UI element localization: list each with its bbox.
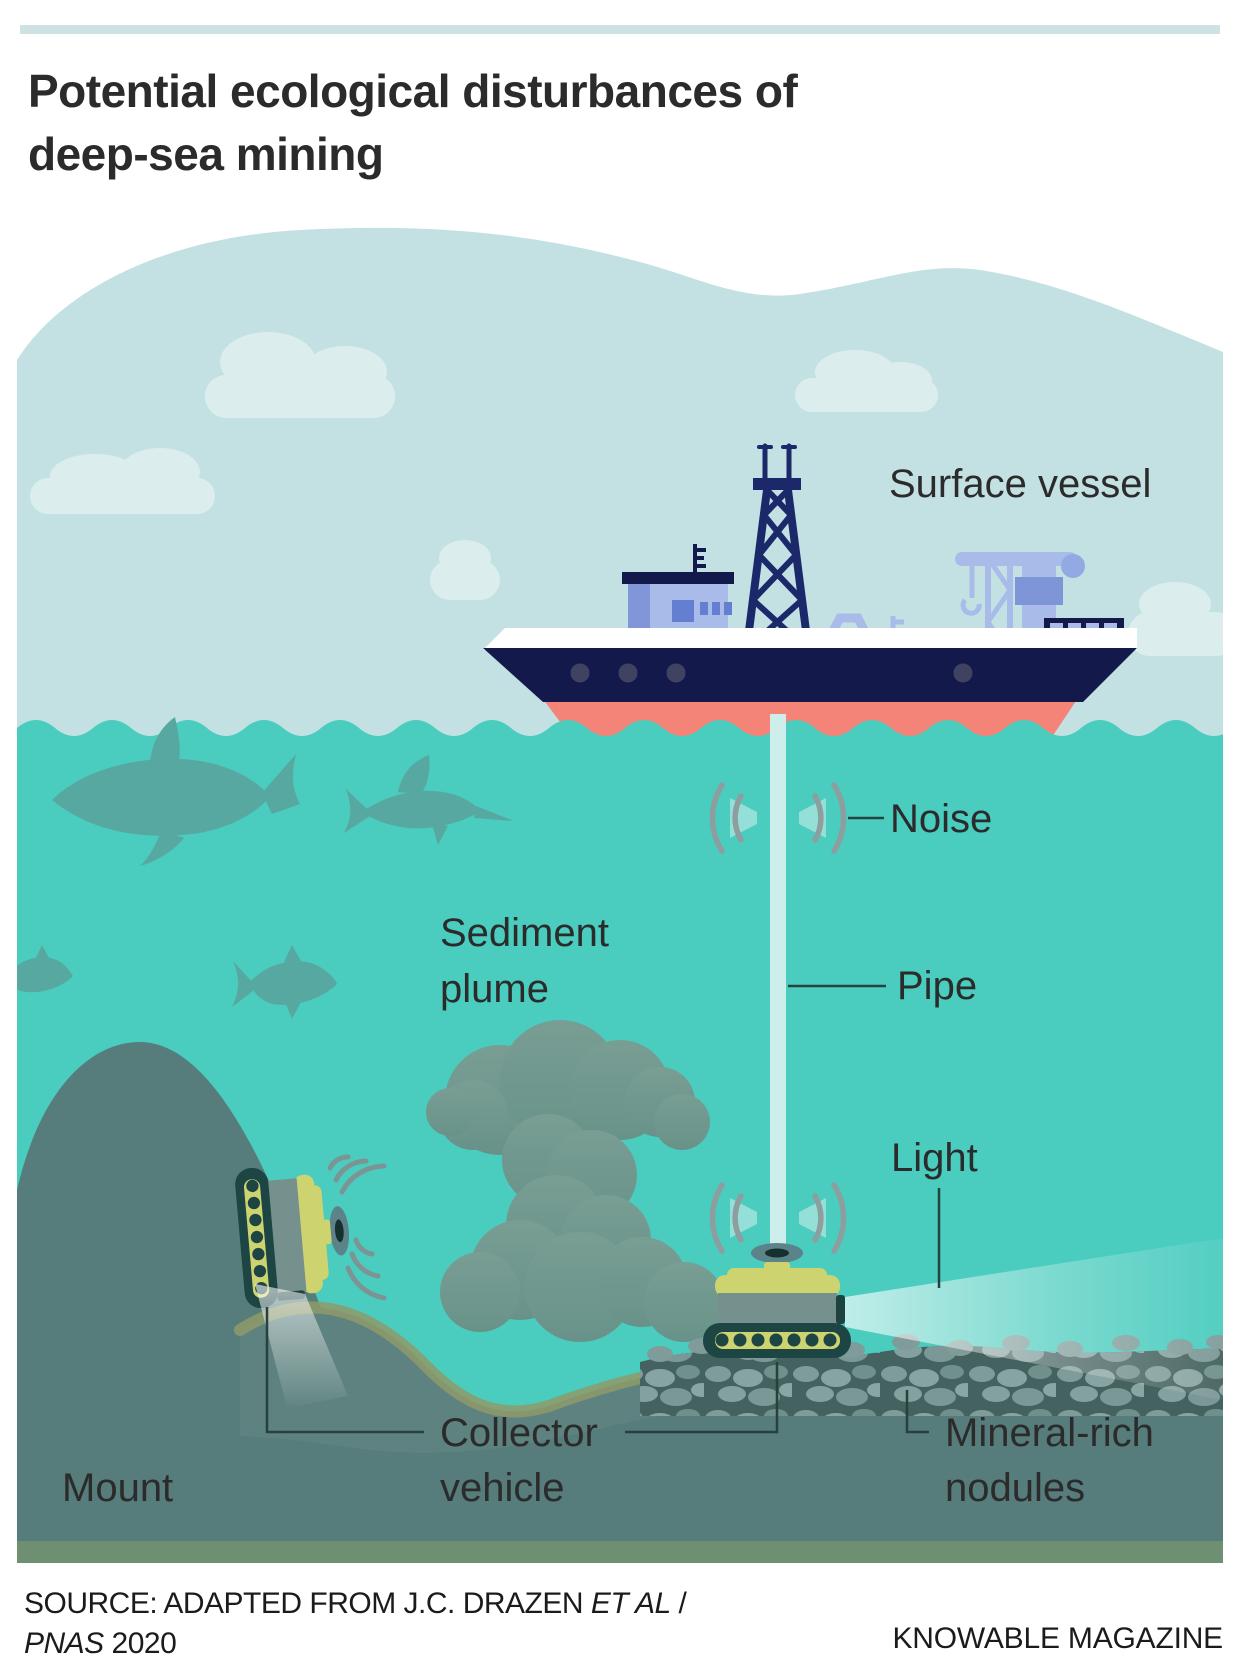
ship-hull [483,648,1137,702]
source-journal: PNAS [24,1627,104,1660]
label-connectors [265,816,941,1434]
label-pipe: Pipe [897,964,977,1008]
page-title-line2: deep-sea mining [28,128,384,180]
riser-pipe [770,714,786,1254]
source-text: SOURCE: ADAPTED FROM J.C. DRAZEN [24,1587,591,1620]
label-nodules-line1: Mineral-rich [945,1411,1154,1455]
ground-strip [17,1541,1223,1563]
source-etal: ET AL [590,1587,671,1620]
sediment-plume-illustration [426,1020,724,1342]
label-mount: Mount [62,1466,173,1510]
light-beam-right [845,1238,1223,1400]
label-sediment-line2: plume [440,967,549,1011]
swordfish-silhouette [344,755,514,845]
page-title: Potential ecological disturbances of dee… [28,60,1128,186]
label-light: Light [891,1136,978,1180]
small-fish-silhouette [17,945,73,993]
sound-wave-icon [709,782,847,854]
source-separator: / [670,1587,687,1620]
light-beam-left [255,1284,348,1408]
page-title-line1: Potential ecological disturbances of [28,65,798,117]
label-nodules-line2: nodules [945,1466,1085,1510]
label-collector-line1: Collector [440,1411,598,1455]
accent-bar [20,25,1220,34]
shark-silhouette [52,717,300,866]
clouds [30,332,1223,656]
seafloor-foreground [17,1397,1223,1546]
tuna-silhouette [232,945,337,1019]
label-sediment-line1: Sediment [440,911,609,955]
sonar-ping-icon [327,1154,387,1301]
source-year: 2020 [103,1627,177,1660]
label-surface-vessel: Surface vessel [889,462,1151,506]
source-attribution: SOURCE: ADAPTED FROM J.C. DRAZEN ET AL /… [24,1584,784,1664]
sound-wave-icon [709,1182,847,1254]
surface-vessel-illustration [483,443,1137,748]
ship-antenna [693,544,706,574]
publisher-credit: KNOWABLE MAGAZINE [892,1622,1223,1655]
fish-silhouettes [17,717,514,1019]
label-noise: Noise [890,797,992,841]
label-collector-line2: vehicle [440,1466,565,1510]
